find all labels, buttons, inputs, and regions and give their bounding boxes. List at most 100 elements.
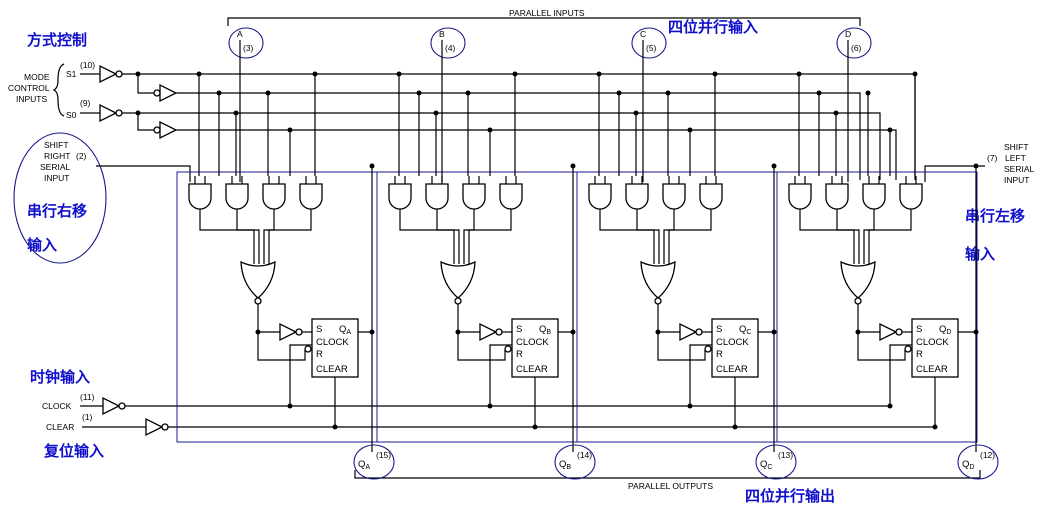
nor-gate <box>240 260 276 299</box>
clock-tap <box>689 344 712 406</box>
mode-label: MODE <box>24 72 50 82</box>
s-inverter-bubble <box>495 328 503 336</box>
ff-pin-label: S <box>516 324 522 335</box>
and-gate <box>188 183 212 210</box>
s0-pin: (9) <box>80 98 91 108</box>
and-output-wire <box>836 209 860 264</box>
nor-gate <box>840 260 876 299</box>
s-input-inverter <box>879 322 898 342</box>
input-pin-b: (4) <box>445 43 456 53</box>
clear-inverter-bubble <box>161 423 169 431</box>
nor-output-wire <box>857 304 880 333</box>
input-label-a: A <box>237 29 243 39</box>
junction-dot <box>633 110 639 116</box>
junction-dot <box>712 71 718 77</box>
output-label-qd: QD <box>962 459 974 471</box>
input-label-b: B <box>439 29 445 39</box>
and-output-wire <box>436 209 460 264</box>
and-gate <box>499 183 523 210</box>
s0-inverter-gate <box>159 120 178 140</box>
flip-flop <box>511 318 559 378</box>
input-pin-c: (5) <box>646 43 657 53</box>
r-input-wire <box>857 332 906 361</box>
input-pin-a: (3) <box>243 43 254 53</box>
clear-inverter-gate <box>145 417 164 437</box>
ff-pin-label: CLOCK <box>316 337 349 348</box>
nor-gate <box>440 260 476 299</box>
junction-dot <box>796 71 802 77</box>
nor-bubble <box>654 297 662 305</box>
junction-dot <box>887 403 893 409</box>
and-output-wire <box>668 209 712 264</box>
ff-pin-label: CLOCK <box>716 337 749 348</box>
nor-bubble <box>454 297 462 305</box>
clock-inverter-gate <box>102 396 121 416</box>
junction-dot <box>433 110 439 116</box>
shift-left-serial: SERIAL <box>1004 164 1035 174</box>
junction-dot <box>687 127 693 133</box>
input-oval-c <box>631 27 667 59</box>
and-output-wire <box>468 209 512 264</box>
q-output-wire <box>358 331 373 452</box>
junction-dot <box>512 71 518 77</box>
r-input-wire <box>457 332 506 361</box>
and-output-wire <box>599 209 655 264</box>
nor-output-wire <box>257 304 280 333</box>
s-input-inverter <box>279 322 298 342</box>
junction-dot <box>616 90 622 96</box>
clock-clear-section: CLOCK (11) CLEAR (1) <box>42 392 935 437</box>
clock-inverter-bubble <box>118 402 126 410</box>
ff-pin-label: R <box>916 349 923 360</box>
and-gate <box>662 183 686 210</box>
input-pin-d: (6) <box>851 43 862 53</box>
parallel-inputs-bracket: PARALLEL INPUTS <box>227 8 861 26</box>
shift-left-annotation-line1: 串行左移 <box>965 207 1025 225</box>
nor-output-wire <box>457 304 480 333</box>
output-pin-qb: (14) <box>577 450 592 460</box>
ff-pin-label: CLOCK <box>516 337 549 348</box>
and-gate <box>299 183 323 210</box>
parallel-output-annotation: 四位并行输出 <box>745 487 835 505</box>
output-oval-qb <box>554 444 596 480</box>
clear-pin: (1) <box>82 412 93 422</box>
nor-bubble <box>854 297 862 305</box>
s-input-inverter <box>679 322 698 342</box>
output-pin-qa: (15) <box>376 450 391 460</box>
s1-buffer-bubble <box>115 70 123 78</box>
and-gate <box>699 183 723 210</box>
shift-right-pin: (2) <box>76 151 87 161</box>
clock-tap <box>489 344 512 406</box>
and-gate <box>262 183 286 210</box>
junction-dot <box>865 90 871 96</box>
and-gate <box>625 183 649 210</box>
input-oval-b <box>430 27 466 59</box>
shift-left-shift: SHIFT <box>1004 142 1029 152</box>
and-gate <box>862 183 886 210</box>
and-output-wire <box>799 209 855 264</box>
output-oval-qa <box>353 444 395 480</box>
junction-dot <box>833 110 839 116</box>
and-output-wire <box>399 209 455 264</box>
junction-dot <box>196 71 202 77</box>
shift-left-left: LEFT <box>1005 153 1026 163</box>
clock-tap <box>889 344 912 406</box>
junction-dot <box>687 403 693 409</box>
junction-dot <box>233 110 239 116</box>
junction-dot <box>287 127 293 133</box>
and-gate <box>425 183 449 210</box>
input-oval-a <box>228 27 264 59</box>
r-bubble <box>504 345 512 353</box>
shift-right-oval <box>13 132 107 264</box>
output-pin-qd: (12) <box>980 450 995 460</box>
junction-dot <box>532 424 538 430</box>
junction-dot <box>487 403 493 409</box>
and-output-wire <box>636 209 660 264</box>
junction-dot <box>312 71 318 77</box>
shift-left-input-word: INPUT <box>1004 175 1030 185</box>
s-input-inverter <box>479 322 498 342</box>
output-label-qb: QB <box>559 459 571 471</box>
shift-right-right: RIGHT <box>44 151 70 161</box>
